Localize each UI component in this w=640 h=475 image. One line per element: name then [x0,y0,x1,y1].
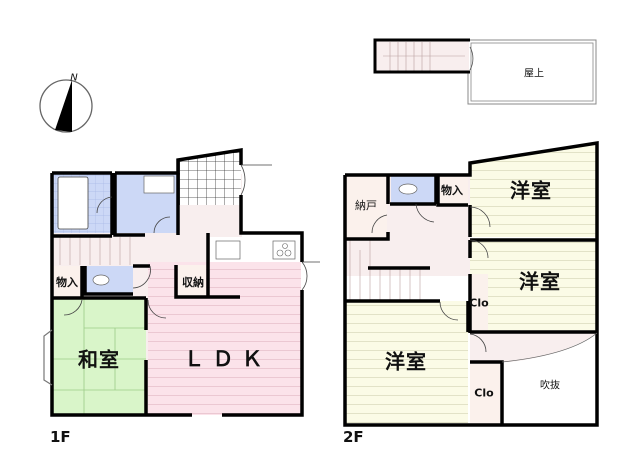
label-2f-yoshitsu-mid: 洋室 [519,269,561,294]
label-2f-monoire: 物入 [441,184,463,197]
label-2f-nando: 納戸 [355,199,377,212]
floor-1-label: 1F [50,428,71,446]
label-2f-fukinuke: 吹抜 [540,380,560,392]
label-2f-clo-upper: Clo [469,296,489,310]
label-1f-ldk: ＬＤＫ [183,347,271,371]
floor-1-plan [43,147,320,417]
floor-2-plan [343,140,599,427]
north-compass-icon [39,79,93,133]
label-1f-washitsu: 和室 [78,347,120,372]
label-1f-monoire: 物入 [56,276,78,289]
rooftop-plan [373,38,597,105]
floor-2-label: 2F [343,428,364,446]
label-2f-yoshitsu-top: 洋室 [510,178,552,203]
rooftop-label: 屋上 [524,68,544,80]
label-2f-clo-lower: Clo [474,386,494,400]
label-2f-yoshitsu-bottom: 洋室 [385,349,427,374]
compass-north-label: N [70,72,78,84]
label-1f-shuno: 収納 [182,276,204,289]
